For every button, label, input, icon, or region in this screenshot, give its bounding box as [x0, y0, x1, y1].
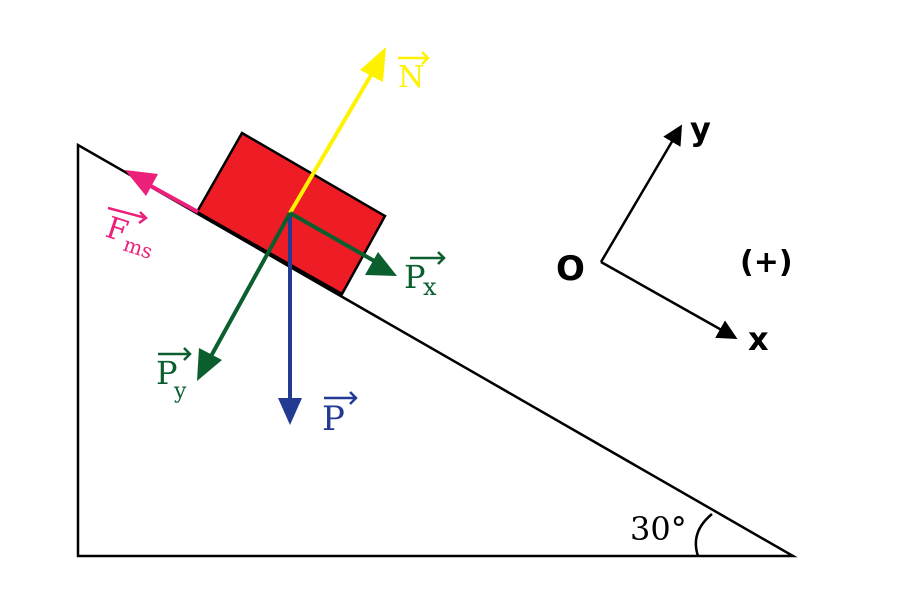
- weight-arrow: [278, 213, 302, 425]
- weight-label: P: [322, 399, 345, 439]
- friction-arrow: [125, 170, 199, 214]
- axis-x-label: x: [748, 320, 769, 358]
- py-vector-mark: [158, 347, 192, 361]
- axis-x-line: [600, 260, 738, 339]
- px-label-sub: x: [423, 273, 437, 301]
- px-component-arrow: [289, 211, 397, 276]
- normal-label: N: [398, 60, 424, 95]
- angle-arc: [694, 513, 713, 557]
- py-label-sub: y: [173, 379, 187, 404]
- normal-vector-mark: [398, 51, 430, 65]
- origin-label: O: [556, 249, 585, 289]
- py-component-arrow: [197, 212, 292, 381]
- coordinate-axes: [599, 124, 738, 339]
- py-label-main: P: [156, 354, 178, 392]
- normal-force-arrow: [288, 47, 386, 215]
- axis-y-label: y: [690, 110, 711, 148]
- positive-sign-label: (+): [740, 245, 793, 280]
- px-vector-mark: [410, 251, 446, 265]
- weight-vector-mark: [324, 391, 358, 405]
- angle-label: 30°: [630, 510, 687, 548]
- friction-label-sub: ms: [120, 232, 155, 264]
- px-label-main: P: [404, 258, 426, 296]
- friction-vector-mark: [107, 206, 148, 225]
- incline-triangle: [76, 142, 798, 558]
- axis-y-line: [599, 124, 683, 263]
